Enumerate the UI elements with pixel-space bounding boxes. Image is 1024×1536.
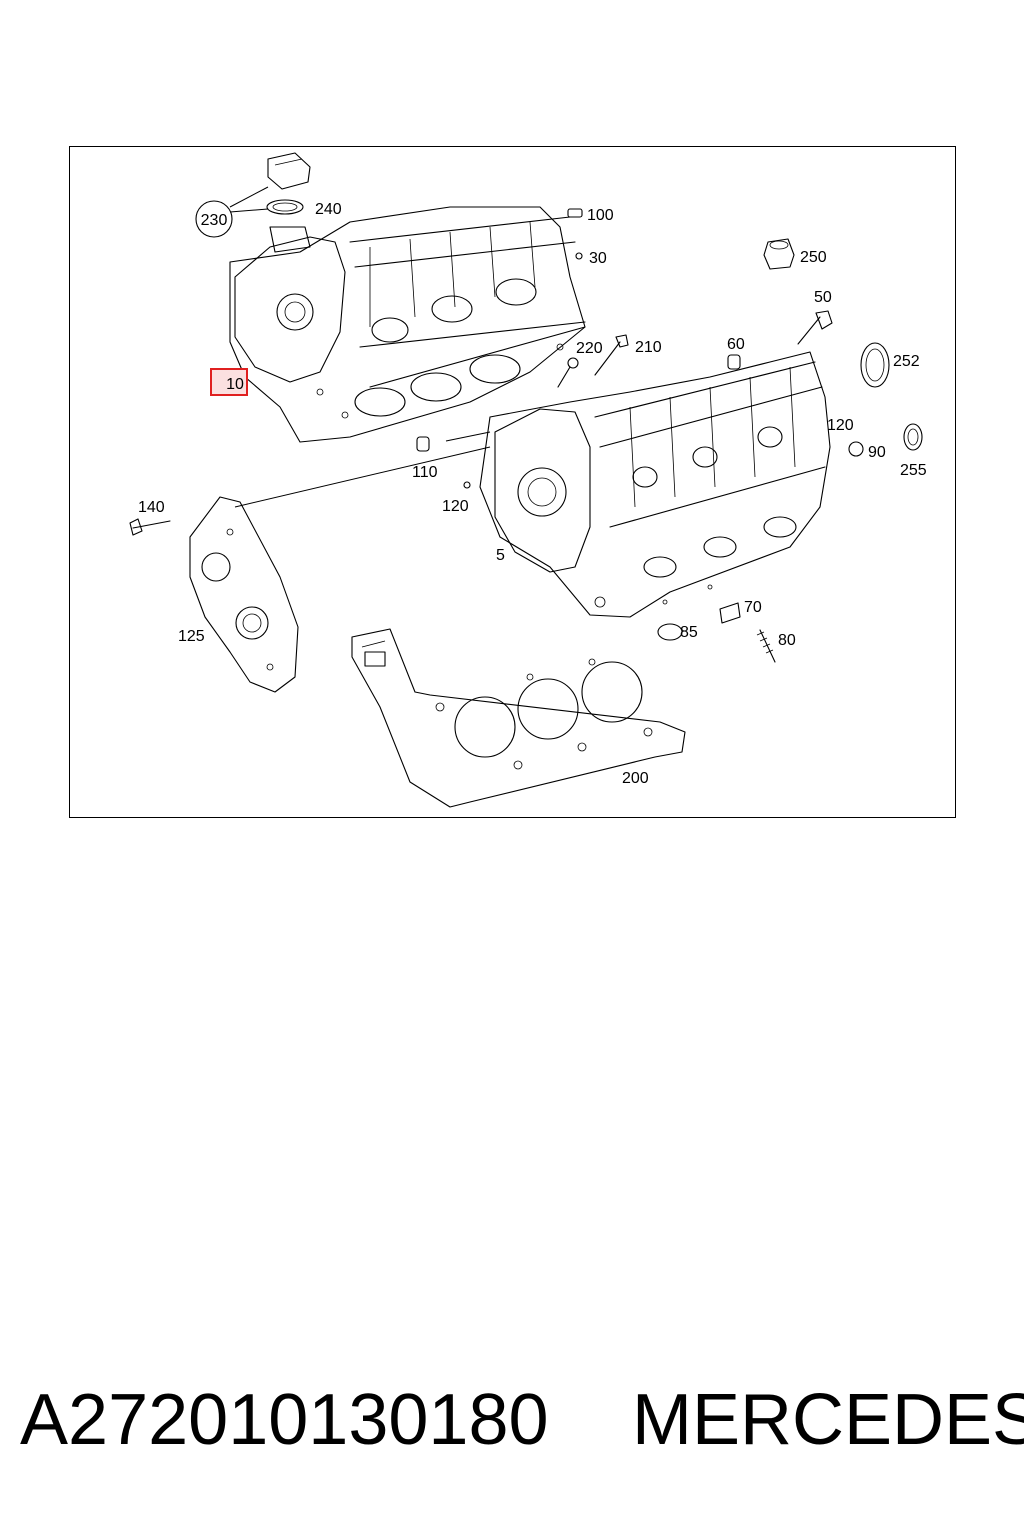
cover-125 [189,496,299,693]
callout-140: 140 [138,499,165,516]
callout-85: 85 [680,624,698,641]
cylinder-head-right [479,351,831,618]
bolt-50 [797,310,833,345]
callout-30: 30 [589,250,607,267]
exploded-parts-diagram: 230 240 100 30 250 50 252 60 220 210 10 … [69,146,956,818]
seal-255 [903,423,923,451]
sleeve-70 [719,602,741,624]
callout-220: 220 [576,340,603,357]
bolt-140 [129,518,171,536]
brand-name: MERCEDES [632,1380,1024,1460]
callout-120-right: 120 [827,417,854,434]
highlight-box-10 [210,368,248,396]
callout-252: 252 [893,353,920,370]
callout-80: 80 [778,632,796,649]
callout-60: 60 [727,336,745,353]
sleeve-110 [416,436,430,452]
cylinder-head-left [229,206,586,443]
callout-100: 100 [587,207,614,224]
callout-200: 200 [622,770,649,787]
cap-250 [763,238,795,270]
seal-ring-240 [266,199,304,215]
stud-80 [756,629,776,663]
callout-250: 250 [800,249,827,266]
ring-252 [860,342,890,388]
callout-240: 240 [315,201,342,218]
bolt-210 [594,334,629,376]
part-number: A272010130180 [20,1380,549,1460]
callout-125: 125 [178,628,205,645]
callout-10: 10 [226,376,244,393]
sleeve-60 [727,354,741,370]
bolt-220 [557,357,579,388]
callout-5: 5 [496,547,505,564]
dowel-100 [567,208,583,218]
diagram-canvas: 230 240 100 30 250 50 252 60 220 210 10 … [129,152,927,808]
callout-120-lower: 120 [442,498,469,515]
plug-90 [848,441,864,457]
callout-90: 90 [868,444,886,461]
callout-230: 230 [201,212,228,229]
callout-255: 255 [900,462,927,479]
callout-210: 210 [635,339,662,356]
callout-circle-230 [195,200,233,238]
plug-30 [575,252,583,260]
callout-50: 50 [814,289,832,306]
head-gasket-200 [351,628,686,808]
plug-85 [657,623,683,641]
plug-120-lower [463,481,471,489]
callout-70: 70 [744,599,762,616]
filler-cap-230 [267,152,311,190]
callout-110: 110 [412,464,438,481]
